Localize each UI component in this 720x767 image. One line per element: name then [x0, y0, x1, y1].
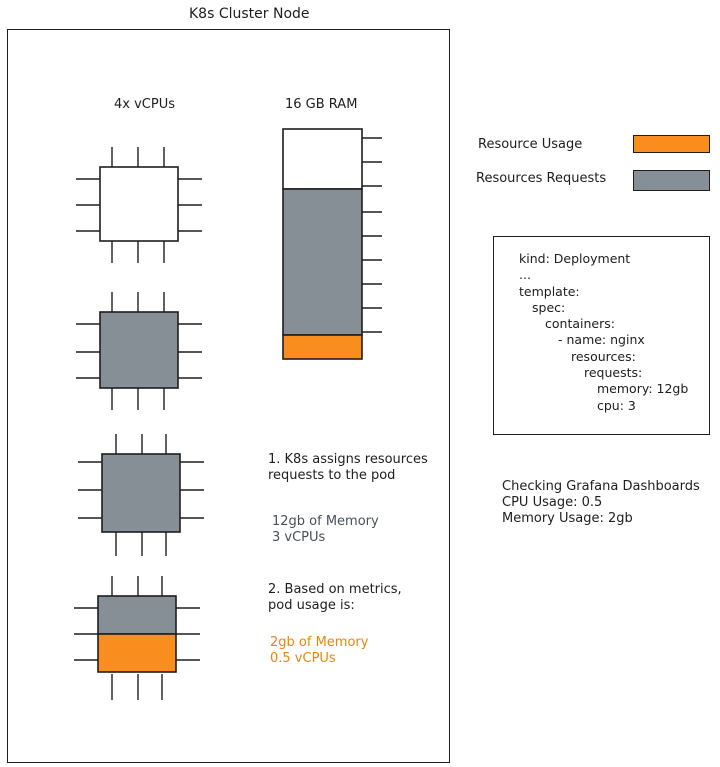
cpu-chip-4-request: [97, 595, 177, 635]
step2-line2: pod usage is:: [268, 598, 355, 613]
legend-requests-label: Resources Requests: [476, 171, 607, 186]
yaml-line: ...: [519, 267, 531, 283]
cpu-chip-3-body: [101, 453, 181, 533]
cpu-chip-2-body: [99, 311, 179, 389]
step1-cpu: 3 vCPUs: [272, 530, 326, 545]
grafana-cpu: CPU Usage: 0.5: [502, 495, 603, 510]
step2-line1: 2. Based on metrics,: [268, 582, 402, 597]
grafana-memory: Memory Usage: 2gb: [502, 511, 633, 526]
ram-label: 16 GB RAM: [285, 97, 358, 112]
cpu-chip-2: [76, 292, 202, 410]
ram-request: [282, 188, 363, 336]
grafana-title: Checking Grafana Dashboards: [502, 479, 700, 494]
yaml-line: resources:: [571, 348, 636, 364]
cpu-chip-1-body: [99, 166, 179, 242]
yaml-line: containers:: [545, 316, 615, 332]
legend-usage-label: Resource Usage: [478, 137, 583, 152]
yaml-line: requests:: [584, 365, 643, 381]
cpu-chip-1: [76, 147, 202, 263]
step1-line1: 1. K8s assigns resources: [268, 452, 428, 467]
yaml-line: memory: 12gb: [597, 381, 689, 397]
legend-usage-swatch: [633, 135, 710, 153]
yaml-line: kind: Deployment: [519, 251, 631, 266]
ram-module: [282, 128, 382, 360]
legend-requests-swatch: [633, 170, 710, 191]
cpu-label: 4x vCPUs: [114, 97, 175, 112]
ram-usage: [282, 334, 363, 360]
yaml-line: cpu: 3: [597, 397, 636, 413]
cpu-chip-4: [74, 576, 200, 700]
deployment-yaml: kind: Deployment ... template: spec: con…: [519, 251, 688, 414]
step1-memory: 12gb of Memory: [272, 514, 379, 529]
deployment-yaml-box: [493, 236, 710, 435]
step2-cpu: 0.5 vCPUs: [270, 651, 336, 666]
step2-memory: 2gb of Memory: [270, 635, 369, 650]
node-title: K8s Cluster Node: [189, 6, 310, 22]
yaml-line: template:: [519, 283, 580, 299]
step1-line2: requests to the pod: [268, 468, 396, 483]
cluster-node-frame: [7, 29, 450, 763]
yaml-line: - name: nginx: [558, 332, 645, 348]
yaml-line: spec:: [532, 299, 566, 315]
cpu-chip-4-usage: [97, 633, 177, 673]
ram-free: [282, 128, 363, 190]
cpu-chip-3: [78, 434, 204, 556]
